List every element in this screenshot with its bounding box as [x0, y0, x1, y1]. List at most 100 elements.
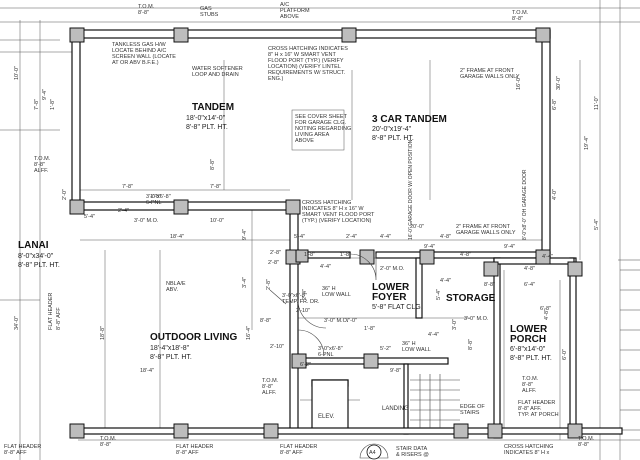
svg-text:3'-0" M.O.: 3'-0" M.O.	[324, 318, 349, 324]
svg-text:FOR GARAGE CLG.: FOR GARAGE CLG.	[295, 120, 347, 126]
svg-text:ABOVE: ABOVE	[295, 138, 314, 144]
svg-text:GAS: GAS	[200, 6, 212, 12]
svg-text:ABV.: ABV.	[166, 287, 179, 293]
svg-text:7'-8": 7'-8"	[210, 184, 221, 190]
svg-text:FLAT HEADER: FLAT HEADER	[48, 293, 54, 330]
svg-text:ALFF.: ALFF.	[262, 390, 277, 396]
svg-text:5'-4": 5'-4"	[594, 219, 600, 230]
room-outdoor-living: OUTDOOR LIVING 18'-4"x18'-8" 8'-8" PLT. …	[150, 332, 237, 361]
svg-text:2'-8": 2'-8"	[266, 279, 272, 290]
svg-text:A/C: A/C	[280, 2, 289, 8]
room-name: STORAGE	[446, 293, 496, 304]
svg-text:GARAGE WALLS ONLY: GARAGE WALLS ONLY	[456, 230, 516, 236]
note-tankless: TANKLESS GAS H/W LOCATE BEHIND A/C SCREE…	[112, 42, 176, 66]
room-lanai: LANAI 8'-0"x34'-0" 8'-8" PLT. HT.	[18, 240, 60, 269]
elevator-label: ELEV.	[318, 414, 335, 420]
svg-text:T.O.M.: T.O.M.	[138, 4, 155, 10]
svg-text:20'-0": 20'-0"	[410, 224, 424, 230]
svg-text:FLAT HEADER: FLAT HEADER	[280, 444, 317, 450]
svg-text:LOW WALL: LOW WALL	[402, 347, 431, 353]
svg-text:T.O.M.: T.O.M.	[100, 436, 117, 442]
svg-text:SMART VENT FLOOD PORT: SMART VENT FLOOD PORT	[302, 212, 375, 218]
svg-text:9'-4": 9'-4"	[242, 229, 248, 240]
svg-text:8'-8": 8'-8"	[34, 162, 45, 168]
note-temp-fr-door: 3'-0"x6'-8" TEMP. FR. DR.	[282, 293, 320, 305]
svg-text:1'-8": 1'-8"	[50, 99, 56, 110]
tom-bottom-left: T.O.M. 8'-8"	[100, 436, 117, 448]
svg-text:4'-4": 4'-4"	[380, 234, 391, 240]
svg-text:8'-8": 8'-8"	[262, 384, 273, 390]
note-gas-stubs: GAS STUBS	[200, 6, 219, 18]
room-name-1: LOWER	[372, 282, 410, 293]
room-name-2: FOYER	[372, 292, 407, 303]
garage-door-left-label: 16'-0" GARAGE DOOR W/ OPEN POSITION	[408, 139, 414, 240]
svg-text:LOCATE BEHIND A/C: LOCATE BEHIND A/C	[112, 48, 166, 54]
section-marker-label: A4	[369, 450, 376, 456]
svg-text:NBLA/E: NBLA/E	[166, 281, 186, 287]
room-storage: STORAGE	[446, 293, 496, 304]
svg-text:5'-4": 5'-4"	[436, 289, 442, 300]
svg-text:(TYP.) (VERIFY LOCATION): (TYP.) (VERIFY LOCATION)	[302, 218, 372, 224]
room-height: 8'-8" PLT. HT.	[372, 135, 414, 142]
note-cross-hatching-mid: CROSS HATCHING INDICATES 8" H x 16" W SM…	[302, 200, 375, 224]
note-cross-hatching-top: CROSS HATCHING INDICATES 8" H x 16" W SM…	[268, 46, 348, 82]
svg-text:11'-0": 11'-0"	[594, 96, 600, 110]
svg-text:16'-4": 16'-4"	[246, 326, 252, 340]
room-3-car-tandem: 3 CAR TANDEM 20'-0"x19'-4" 8'-8" PLT. HT…	[372, 114, 447, 142]
svg-text:10'-0": 10'-0"	[210, 218, 224, 224]
svg-text:TANKLESS GAS H/W: TANKLESS GAS H/W	[112, 42, 166, 48]
svg-text:TYP. AT PORCH: TYP. AT PORCH	[518, 412, 559, 418]
svg-text:T.O.M.: T.O.M.	[522, 376, 539, 382]
note-stair-data: STAIR DATA & RISERS @	[396, 446, 429, 458]
svg-text:EDGE OF: EDGE OF	[460, 404, 485, 410]
svg-text:NOTING REGARDING: NOTING REGARDING	[295, 126, 351, 132]
svg-text:7'-8": 7'-8"	[34, 99, 40, 110]
svg-text:1'-8": 1'-8"	[304, 252, 315, 258]
svg-text:3'-0" M.O.: 3'-0" M.O.	[464, 316, 489, 322]
note-cross-hatching-bottom: CROSS HATCHING INDICATES 8" H x	[504, 444, 553, 456]
room-height: 8'-8" PLT. HT.	[18, 262, 60, 269]
svg-text:T.O.M.: T.O.M.	[512, 10, 529, 16]
room-name: OUTDOOR LIVING	[150, 332, 237, 343]
svg-text:T.O.M.: T.O.M.	[34, 156, 51, 162]
svg-text:5'-4": 5'-4"	[294, 234, 305, 240]
columns	[69, 27, 583, 439]
svg-text:T.O.M.: T.O.M.	[578, 436, 595, 442]
svg-text:2" FRAME AT FRONT: 2" FRAME AT FRONT	[456, 224, 511, 230]
note-door-bottom: 3'-0"x6'-8" 6-PNL	[318, 346, 343, 358]
room-size: 8'-0"x34'-0"	[18, 253, 54, 260]
svg-text:FLOOD PORT (TYP.) (VERIFY: FLOOD PORT (TYP.) (VERIFY	[268, 58, 344, 64]
svg-text:GARAGE WALLS ONLY: GARAGE WALLS ONLY	[460, 74, 520, 80]
svg-text:SEE COVER SHEET: SEE COVER SHEET	[295, 114, 348, 120]
room-name: TANDEM	[192, 102, 234, 113]
svg-text:8'-8" AFF: 8'-8" AFF	[280, 450, 303, 456]
svg-text:8'-8" AFF.: 8'-8" AFF.	[518, 406, 542, 412]
svg-text:8'-8": 8'-8"	[578, 442, 589, 448]
svg-text:8'-8" AFF: 8'-8" AFF	[56, 307, 62, 330]
svg-text:8'-8": 8'-8"	[522, 382, 533, 388]
svg-text:4'-4": 4'-4"	[428, 332, 439, 338]
svg-text:ALFF.: ALFF.	[34, 168, 49, 174]
svg-text:6'-8": 6'-8"	[540, 306, 551, 312]
tom-top-right: T.O.M. 8'-8"	[512, 10, 529, 22]
note-frame-right: 2" FRAME AT FRONT GARAGE WALLS ONLY	[456, 224, 516, 236]
svg-text:18'-4": 18'-4"	[140, 368, 154, 374]
svg-text:2'-10": 2'-10"	[270, 344, 284, 350]
svg-text:9'-8": 9'-8"	[390, 368, 401, 374]
svg-text:STUBS: STUBS	[200, 12, 219, 18]
svg-text:STAIR DATA: STAIR DATA	[396, 446, 428, 452]
svg-text:3'-0"x6'-8": 3'-0"x6'-8"	[146, 194, 171, 200]
room-height: 8'-8" PLT. HT.	[150, 354, 192, 361]
svg-text:19'-4": 19'-4"	[584, 136, 590, 150]
room-size: 18'-4"x18'-8"	[150, 345, 190, 352]
room-name-2: PORCH	[510, 334, 546, 345]
svg-text:8'-8" AFF: 8'-8" AFF	[4, 450, 27, 456]
svg-text:INDICATES 8" H x: INDICATES 8" H x	[504, 450, 549, 456]
svg-text:3'-0"x6'-8": 3'-0"x6'-8"	[318, 346, 343, 352]
svg-text:8'-8": 8'-8"	[138, 10, 149, 16]
svg-text:8'-8": 8'-8"	[100, 442, 111, 448]
svg-text:4'-8": 4'-8"	[544, 309, 550, 320]
svg-text:7'-8": 7'-8"	[122, 184, 133, 190]
svg-text:2'-10": 2'-10"	[296, 308, 310, 314]
